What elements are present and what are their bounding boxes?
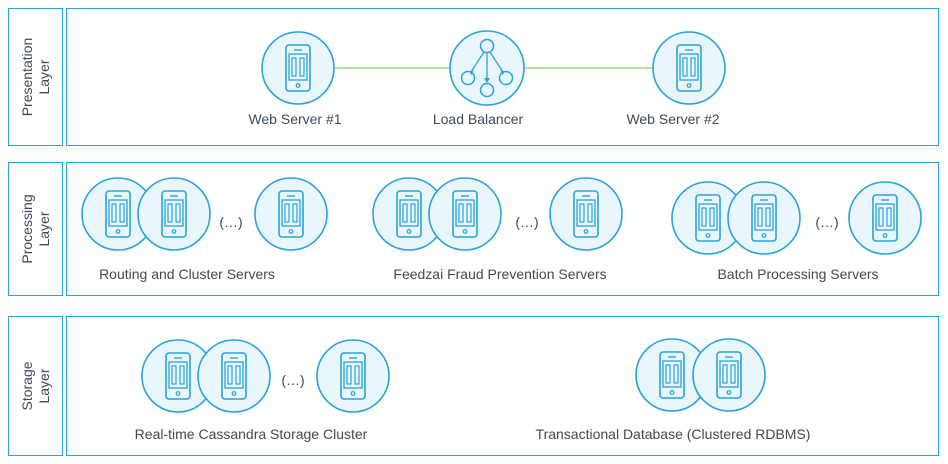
routing-cluster-group (81, 177, 328, 251)
cassandra-cluster-label: Real-time Cassandra Storage Cluster (134, 426, 368, 442)
batch-processing-label: Batch Processing Servers (717, 266, 879, 282)
batch-processing-group (671, 181, 922, 255)
routing-ellipsis: (…) (219, 214, 243, 230)
processing-layer-panel (66, 162, 939, 296)
load-balancer-icon (460, 38, 514, 98)
storage-layer-label-box: Storage Layer (8, 316, 63, 456)
routing-cluster-label: Routing and Cluster Servers (99, 266, 275, 282)
presentation-layer-panel (66, 8, 939, 146)
feedzai-fraud-group (372, 177, 623, 251)
cassandra-cluster-group (141, 339, 390, 413)
cassandra-ellipsis: (…) (281, 372, 305, 388)
transactional-db-group (635, 338, 766, 412)
web-server-1-label: Web Server #1 (248, 111, 342, 127)
transactional-db-label: Transactional Database (Clustered RDBMS) (535, 426, 811, 442)
batch-ellipsis: (…) (815, 214, 839, 230)
web-server-2-label: Web Server #2 (626, 111, 720, 127)
processing-layer-label-box: Processing Layer (8, 162, 63, 296)
web-server-1-node (261, 31, 335, 105)
load-balancer-label: Load Balancer (432, 111, 524, 127)
web-server-2-node (652, 31, 726, 105)
feedzai-ellipsis: (…) (515, 214, 539, 230)
presentation-layer-label-box: Presentation Layer (8, 8, 63, 146)
storage-layer-panel (66, 316, 939, 456)
feedzai-fraud-label: Feedzai Fraud Prevention Servers (393, 266, 607, 282)
load-balancer-node (449, 30, 525, 106)
